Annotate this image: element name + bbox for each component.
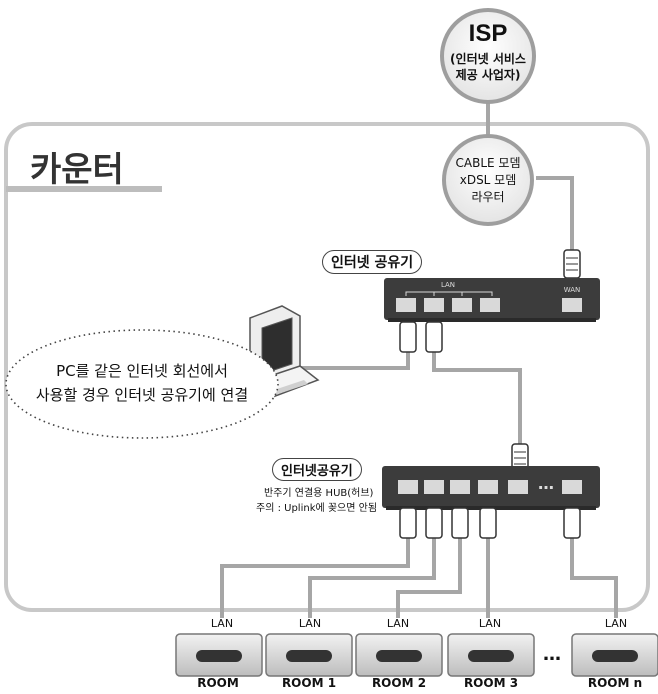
wan-plug: [563, 249, 581, 279]
room-name: ROOM 2: [371, 676, 427, 690]
hub-ellipsis: …: [538, 474, 554, 493]
rooms-ellipsis: …: [543, 644, 561, 665]
modem-line3: 라우터: [471, 190, 505, 204]
pc-note-line2: 사용할 경우 인터넷 공유기에 연결: [35, 386, 249, 404]
room-name: ROOM 1: [281, 676, 337, 690]
room-device-0: [175, 633, 263, 677]
hub-desc2: 주의 : Uplink에 꽂으면 안됨: [256, 503, 378, 514]
router-base: [388, 318, 596, 322]
modem-line2: xDSL 모뎀: [459, 173, 517, 187]
room-device-n: [571, 633, 658, 677]
hub-label: 인터넷공유기: [272, 458, 362, 481]
router-label: 인터넷 공유기: [322, 250, 423, 274]
counter-title-underline: [6, 186, 162, 192]
router-plugs: [399, 321, 443, 353]
room-name: ROOM n: [587, 676, 643, 690]
room-lan-label: LAN: [478, 617, 502, 630]
isp-title: ISP: [468, 20, 508, 47]
room-lan-label: LAN: [298, 617, 322, 630]
room-name: ROOM: [197, 676, 239, 690]
router-lan-ports: [396, 298, 500, 312]
pc-note-bubble: [5, 329, 279, 439]
modem-line1: CABLE 모뎀: [455, 156, 521, 170]
isp-line2: 제공 사업자): [455, 68, 521, 82]
room-device-3: [447, 633, 535, 677]
room-lan-label: LAN: [210, 617, 234, 630]
isp-line1: (인터넷 서비스: [450, 52, 526, 66]
router-lan-bracket: [405, 291, 493, 296]
counter-area-border: [4, 122, 650, 612]
cables: [220, 98, 618, 618]
room-lan-label: LAN: [386, 617, 410, 630]
hub-plugs: [399, 507, 581, 539]
modem-bubble: [442, 134, 534, 226]
room-device-1: [265, 633, 353, 677]
room-device-2: [355, 633, 443, 677]
hub-ports: [398, 480, 582, 494]
router-wan-label: WAN: [563, 286, 581, 294]
isp-bubble: [440, 8, 536, 104]
router-wan-port: [562, 298, 582, 312]
pc-note-line1: PC를 같은 인터넷 회선에서: [56, 362, 228, 380]
room-lan-label: LAN: [604, 617, 628, 630]
hub-desc1: 반주기 연결용 HUB(허브): [264, 488, 374, 499]
counter-title: 카운터: [30, 150, 124, 190]
router-lan-label: LAN: [440, 281, 456, 289]
room-name: ROOM 3: [463, 676, 519, 690]
